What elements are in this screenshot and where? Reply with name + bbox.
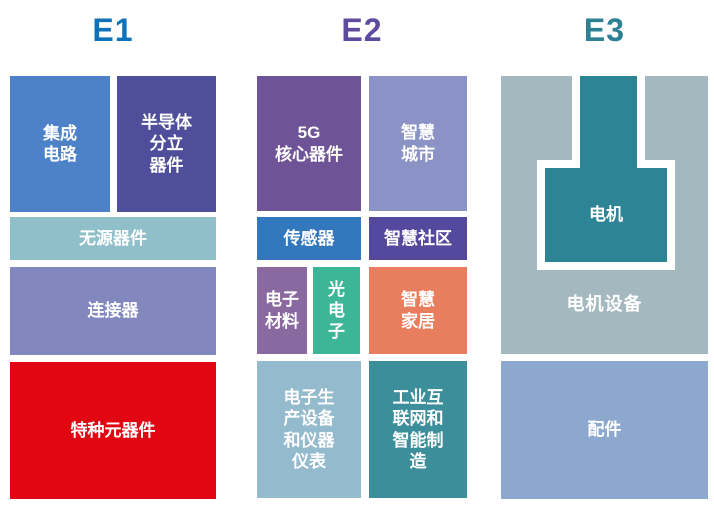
block-industrial-internet-manufacturing: 工业互 联网和 智能制 造: [369, 361, 467, 498]
block-semiconductor-discrete-devices: 半导体 分立 器件: [117, 76, 216, 212]
block-sensors: 传感器: [257, 217, 361, 260]
block-optoelectronics: 光 电 子: [313, 267, 360, 354]
block-accessories: 配件: [501, 361, 708, 499]
block-smart-home: 智慧 家居: [369, 267, 467, 354]
block-5g-core-devices: 5G 核心器件: [257, 76, 361, 211]
motor-shape-fill: [545, 76, 667, 262]
block-electronic-materials: 电子 材料: [257, 267, 307, 354]
block-integrated-circuit: 集成 电路: [10, 76, 110, 212]
block-connectors: 连接器: [10, 267, 216, 355]
motor-shape: [537, 76, 675, 270]
block-passive-components: 无源器件: [10, 217, 216, 260]
block-motor-equipment: 电机 电机设备: [501, 76, 708, 354]
block-smart-community: 智慧社区: [369, 217, 467, 260]
block-electronic-production-equipment: 电子生 产设备 和仪器 仪表: [257, 361, 361, 498]
hall-title-e1: E1: [92, 12, 134, 48]
block-special-components: 特种元器件: [10, 362, 216, 499]
hall-title-e2: E2: [341, 12, 383, 48]
hall-title-e3: E3: [583, 12, 626, 48]
block-smart-city: 智慧 城市: [369, 76, 467, 211]
motor-label: 电机: [589, 205, 623, 225]
motor-equipment-label: 电机设备: [566, 293, 643, 314]
